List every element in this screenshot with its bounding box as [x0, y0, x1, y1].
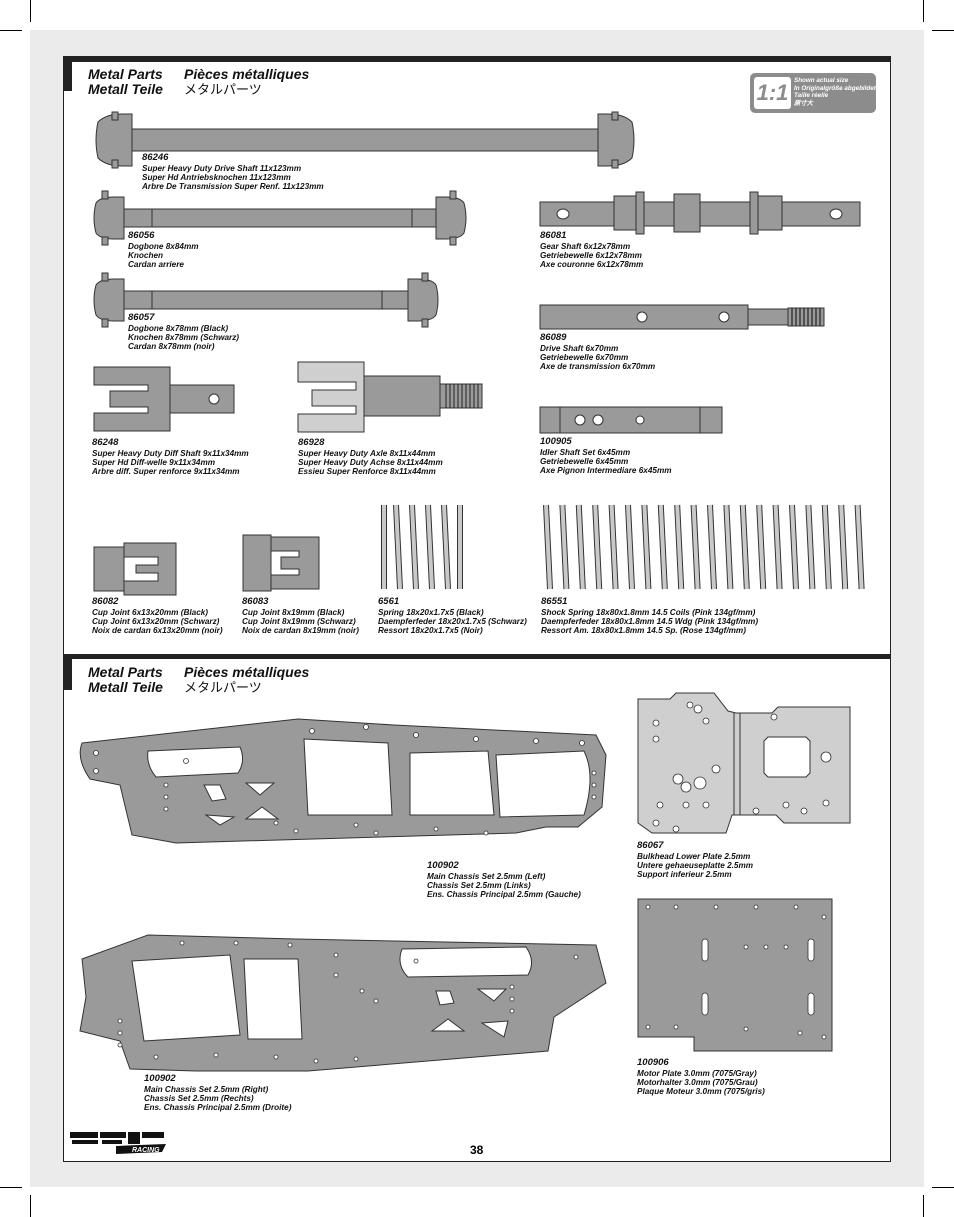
crop-mark	[0, 1187, 22, 1188]
part-86057-drawing	[93, 272, 439, 328]
part-86082-drawing	[93, 542, 177, 596]
part-86246-drawing	[95, 111, 635, 169]
crop-mark	[30, 0, 31, 22]
section2-title-de: Metall Teile	[88, 679, 163, 695]
crop-mark	[932, 30, 954, 31]
section-tab	[64, 57, 72, 91]
hpi-racing-logo: RACING	[70, 1132, 166, 1154]
part-86248-label: 86248 Super Heavy Duty Diff Shaft 9x11x3…	[92, 437, 249, 476]
parts-page: Metal Parts Pièces métalliques Metall Te…	[63, 56, 891, 1162]
part-100902-left-label: 100902 Main Chassis Set 2.5mm (Left)Chas…	[427, 860, 581, 899]
part-86928-drawing	[297, 361, 483, 433]
scale-ratio: 1:1	[754, 77, 791, 109]
part-86551-drawing	[543, 504, 865, 590]
part-100905-drawing	[539, 406, 723, 434]
section-divider	[64, 654, 890, 659]
crop-mark	[923, 0, 924, 22]
section2-title-jp: メタルパーツ	[184, 680, 262, 695]
crop-mark	[0, 30, 22, 31]
part-86083-drawing	[242, 534, 320, 592]
part-86081-drawing	[539, 191, 861, 235]
part-86248-drawing	[93, 366, 235, 432]
section1-title-de: Metall Teile	[88, 81, 163, 97]
crop-mark	[30, 1195, 31, 1217]
part-86057-label: 86057 Dogbone 8x78mm (Black)Knochen 8x78…	[128, 312, 240, 351]
crop-mark	[932, 1187, 954, 1188]
part-86082-label: 86082 Cup Joint 6x13x20mm (Black)Cup Joi…	[92, 596, 223, 635]
page-number: 38	[470, 1143, 484, 1157]
part-100906-label: 100906 Motor Plate 3.0mm (7075/Gray)Moto…	[637, 1057, 765, 1096]
part-86056-drawing	[93, 190, 467, 246]
crop-mark	[923, 1195, 924, 1217]
part-86089-drawing	[539, 304, 825, 330]
svg-text:RACING: RACING	[132, 1147, 160, 1154]
section1-title-en: Metal Parts	[88, 66, 163, 82]
section-tab	[64, 654, 72, 690]
part-100902-right-label: 100902 Main Chassis Set 2.5mm (Right)Cha…	[144, 1073, 292, 1112]
section1-title-fr: Pièces métalliques	[184, 66, 310, 82]
section-divider	[64, 57, 890, 62]
section2-title-en: Metal Parts	[88, 664, 163, 680]
part-6561-drawing	[381, 504, 463, 590]
part-100902-left-drawing	[79, 718, 607, 844]
part-86551-label: 86551 Shock Spring 18x80x1.8mm 14.5 Coil…	[541, 596, 759, 635]
part-6561-label: 6561 Spring 18x20x1.7x5 (Black)Daempferf…	[378, 596, 527, 635]
part-86246-label: 86246 Super Heavy Duty Drive Shaft 11x12…	[142, 152, 324, 191]
part-100906-drawing	[637, 898, 833, 1052]
part-86083-label: 86083 Cup Joint 8x19mm (Black)Cup Joint …	[242, 596, 359, 635]
actual-size-badge: 1:1 Shown actual size In Originalgröße a…	[750, 73, 876, 113]
part-86067-drawing	[637, 692, 851, 834]
section2-title-fr: Pièces métalliques	[184, 664, 310, 680]
scale-note: Shown actual size In Originalgröße abgeb…	[794, 77, 876, 107]
section1-title-jp: メタルパーツ	[184, 82, 262, 97]
part-100902-right-drawing	[79, 934, 607, 1072]
